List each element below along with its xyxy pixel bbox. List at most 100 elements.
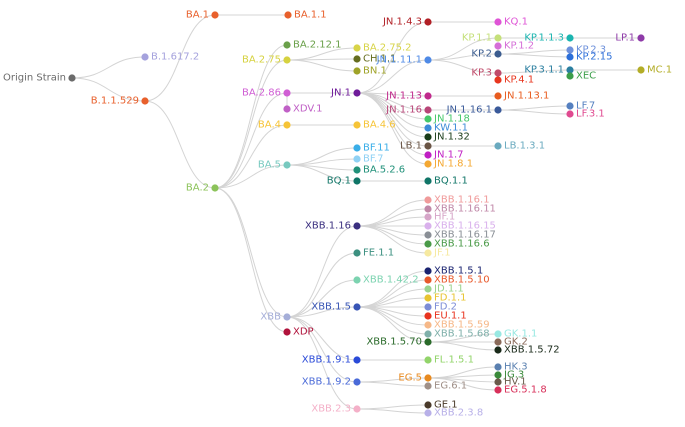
node-eu-1-1[interactable]: EU.1.1 <box>424 311 467 322</box>
node-dot[interactable] <box>424 401 432 409</box>
node-jn-1-8-1[interactable]: JN.1.8.1 <box>424 159 473 170</box>
node-xbb-1-5-1[interactable]: XBB.1.5.1 <box>424 266 483 277</box>
node-dot[interactable] <box>424 249 432 257</box>
node-ba-2-86[interactable]: BA.2.86 <box>242 88 291 99</box>
node-eg-5[interactable]: EG.5 <box>398 373 432 384</box>
node-dot[interactable] <box>566 102 574 110</box>
node-dot[interactable] <box>424 409 432 417</box>
node-dot[interactable] <box>566 72 574 80</box>
node-ba-2-75-2[interactable]: BA.2.75.2 <box>353 43 412 54</box>
node-dot[interactable] <box>353 378 361 386</box>
node-dot[interactable] <box>211 11 219 19</box>
node-xbb-1-42-2[interactable]: XBB.1.42.2 <box>353 275 419 286</box>
node-dot[interactable] <box>353 222 361 230</box>
node-dot[interactable] <box>494 338 502 346</box>
node-bf-7[interactable]: BF.7 <box>353 154 384 165</box>
node-dot[interactable] <box>494 76 502 84</box>
node-jn-1-32[interactable]: JN.1.32 <box>424 132 470 143</box>
node-ba-4-6[interactable]: BA.4.6 <box>353 120 396 131</box>
node-dot[interactable] <box>424 106 432 114</box>
node-dot[interactable] <box>424 285 432 293</box>
node-dot[interactable] <box>494 50 502 58</box>
node-kp-2-15[interactable]: KP.2.15 <box>566 52 612 63</box>
node-dot[interactable] <box>353 44 361 52</box>
node-dot[interactable] <box>424 303 432 311</box>
node-eg-6-1[interactable]: EG.6.1 <box>424 381 467 392</box>
node-eg-5-1-8[interactable]: EG.5.1.8 <box>494 385 547 396</box>
node-jn-1-16[interactable]: JN.1.16 <box>385 105 432 116</box>
node-xbb-1-16[interactable]: XBB.1.16 <box>305 221 361 232</box>
node-dot[interactable] <box>494 34 502 42</box>
node-bf-11[interactable]: BF.11 <box>353 143 390 154</box>
node-jn-1-18[interactable]: JN.1.18 <box>424 114 470 125</box>
node-kp-1-1-3[interactable]: KP.1.1.3 <box>524 33 574 44</box>
node-lb-1-3-1[interactable]: LB.1.3.1 <box>494 141 545 152</box>
node-fl-1-5-1[interactable]: FL.1.5.1 <box>424 355 474 366</box>
node-dot[interactable] <box>424 312 432 320</box>
node-jn-1-16-1[interactable]: JN.1.16.1 <box>446 105 502 116</box>
node-dot[interactable] <box>353 166 361 174</box>
node-dot[interactable] <box>353 144 361 152</box>
node-jn-1-4-3[interactable]: JN.1.4.3 <box>382 17 432 28</box>
node-fd-2[interactable]: FD.2 <box>424 302 457 313</box>
node-dot[interactable] <box>424 115 432 123</box>
node-bq-1[interactable]: BQ.1 <box>327 176 361 187</box>
node-lp-1[interactable]: LP.1 <box>615 33 645 44</box>
node-jn-1-7[interactable]: JN.1.7 <box>424 150 464 161</box>
node-dot[interactable] <box>353 67 361 75</box>
node-dot[interactable] <box>424 160 432 168</box>
node-dot[interactable] <box>353 89 361 97</box>
node-ba-5-2-6[interactable]: BA.5.2.6 <box>353 165 405 176</box>
node-lf-7[interactable]: LF.7 <box>566 101 595 112</box>
node-dot[interactable] <box>424 56 432 64</box>
node-xbb-1-16-17[interactable]: XBB.1.16.17 <box>424 230 496 241</box>
node-xbb-1-16-6[interactable]: XBB.1.16.6 <box>424 239 490 250</box>
node-jg-3[interactable]: JG.3 <box>494 370 524 381</box>
node-dot[interactable] <box>566 34 574 42</box>
node-dot[interactable] <box>424 276 432 284</box>
node-jd-1-1[interactable]: JD.1.1 <box>424 284 464 295</box>
node-dot[interactable] <box>494 92 502 100</box>
node-ba-5[interactable]: BA.5 <box>258 160 291 171</box>
node-dot[interactable] <box>494 378 502 386</box>
node-lf-3-1[interactable]: LF.3.1 <box>566 109 605 120</box>
node-dot[interactable] <box>424 330 432 338</box>
node-fe-1-1[interactable]: FE.1.1 <box>353 248 394 259</box>
node-dot[interactable] <box>424 267 432 275</box>
node-dot[interactable] <box>424 18 432 26</box>
node-xbb-1-5-70[interactable]: XBB.1.5.70 <box>366 337 432 348</box>
node-kp-3[interactable]: KP.3 <box>471 68 502 79</box>
node-dot[interactable] <box>353 405 361 413</box>
node-ba-1-1[interactable]: BA.1.1 <box>284 10 327 21</box>
node-ch-1-1[interactable]: CH.1.1 <box>353 54 396 65</box>
node-dot[interactable] <box>424 142 432 150</box>
node-hk-3[interactable]: HK.3 <box>494 362 528 373</box>
node-ge-1[interactable]: GE.1 <box>424 400 458 411</box>
node-dot[interactable] <box>353 121 361 129</box>
node-ba-2-75[interactable]: BA.2.75 <box>242 55 291 66</box>
node-mc-1[interactable]: MC.1 <box>637 65 672 76</box>
node-bn-1[interactable]: BN.1 <box>353 66 387 77</box>
node-dot[interactable] <box>353 55 361 63</box>
node-kp-4-1[interactable]: KP.4.1 <box>494 75 534 86</box>
node-kp-2-3[interactable]: KP.2.3 <box>566 45 606 56</box>
node-kp-1-2[interactable]: KP.1.2 <box>494 41 534 52</box>
node-dot[interactable] <box>141 53 149 61</box>
node-ba-2-12-1[interactable]: BA.2.12.1 <box>283 40 342 51</box>
node-dot[interactable] <box>424 240 432 248</box>
node-dot[interactable] <box>283 121 291 129</box>
node-dot[interactable] <box>283 41 291 49</box>
node-ba-4[interactable]: BA.4 <box>258 120 291 131</box>
node-dot[interactable] <box>283 328 291 336</box>
node-jn-1-13[interactable]: JN.1.13 <box>385 91 432 102</box>
node-xbb-1-16-1[interactable]: XBB.1.16.1 <box>424 195 490 206</box>
node-dot[interactable] <box>353 276 361 284</box>
node-dot[interactable] <box>68 74 76 82</box>
node-dot[interactable] <box>494 371 502 379</box>
node-dot[interactable] <box>424 196 432 204</box>
node-dot[interactable] <box>637 34 645 42</box>
node-dot[interactable] <box>353 303 361 311</box>
node-dot[interactable] <box>424 356 432 364</box>
node-dot[interactable] <box>566 66 574 74</box>
node-dot[interactable] <box>424 205 432 213</box>
